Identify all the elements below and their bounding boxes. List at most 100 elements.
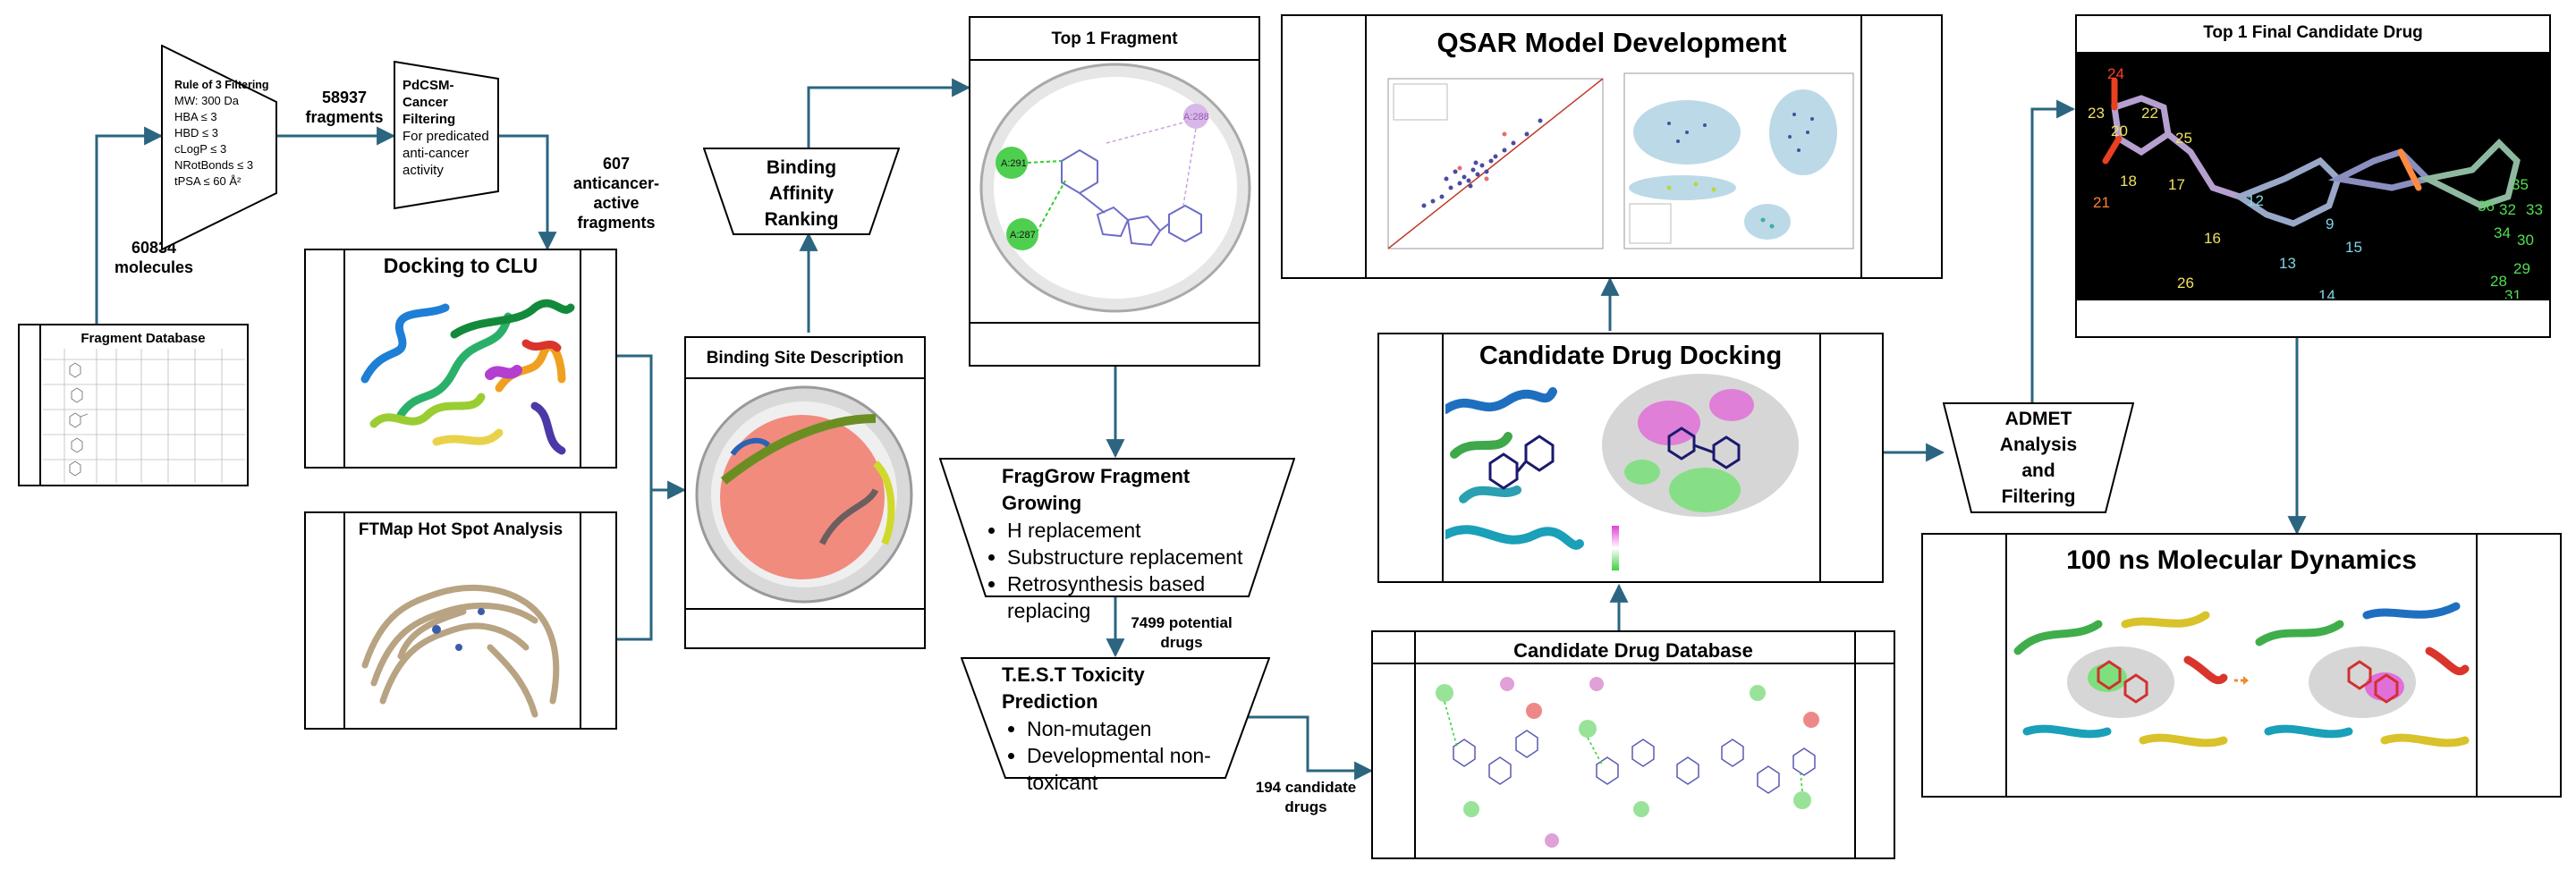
arrow-admet-to-top-final	[2030, 99, 2076, 402]
atom-label: 31	[2504, 287, 2521, 299]
arrow-ftmap-to-site	[617, 490, 653, 641]
atom-label: 15	[2345, 239, 2362, 256]
label-607-anticancer: 607 anticancer-active fragments	[572, 155, 660, 232]
label-58937-fragments: 58937 fragments	[305, 89, 384, 126]
atom-label: 22	[2141, 105, 2158, 122]
fragment-database-panel: Fragment Database	[18, 324, 249, 486]
atom-label: 34	[2494, 224, 2511, 241]
fragment-database-title: Fragment Database	[80, 331, 206, 346]
molecule-3d-structure: 24 23 20 22 25 18 21 17 16 26 12 13 14 1…	[2088, 65, 2543, 299]
qsar-regression-scatter-image	[1387, 78, 1604, 249]
pdcsm-text: PdCSM-Cancer Filtering For predicated an…	[402, 77, 492, 179]
rule3-trapezoid	[161, 45, 277, 250]
atom-label: 33	[2526, 201, 2543, 218]
ftmap-title: FTMap Hot Spot Analysis	[358, 520, 564, 539]
fraggrow-text: FragGrow Fragment Growing H replacement …	[982, 463, 1268, 624]
rule3-line: cLogP ≤ 3	[174, 142, 227, 156]
atom-label: 20	[2111, 122, 2128, 139]
molecule-3d-image	[2077, 54, 2549, 299]
fragment-table-image	[43, 349, 245, 483]
rule3-line: HBA ≤ 3	[174, 110, 217, 123]
top-fragment-panel: Top 1 Fragment A:291 A:287 A:288	[969, 16, 1260, 367]
rule3-line: HBD ≤ 3	[174, 126, 219, 139]
atom-label: 9	[2326, 215, 2334, 232]
qsar-title: QSAR Model Development	[1436, 27, 1787, 58]
md-panel: 100 ns Molecular Dynamics	[1921, 533, 2562, 798]
top-final-panel: Top 1 Final Candidate Drug 24 23 20 22 2…	[2075, 14, 2551, 338]
candidate-db-title: Candidate Drug Database	[1513, 639, 1753, 662]
atom-label: 16	[2204, 230, 2221, 247]
top-final-title: Top 1 Final Candidate Drug	[2203, 23, 2423, 42]
atom-label: 28	[2490, 273, 2507, 290]
atom-label: 23	[2088, 105, 2105, 122]
binding-site-panel: Binding Site Description	[684, 336, 926, 649]
clu-protein-ribbon-image	[360, 299, 575, 455]
candidate-docking-panel: Candidate Drug Docking	[1377, 333, 1884, 583]
rule3-line: tPSA ≤ 60 Å²	[174, 174, 242, 188]
atom-label: 29	[2513, 260, 2530, 277]
atom-label: 32	[2499, 201, 2516, 218]
arrow-pdcsm-to-docking	[496, 134, 557, 251]
fragment-residue-label: A:287	[1010, 230, 1036, 241]
arrow-db-to-rule3	[95, 126, 164, 324]
rule3-line: NRotBonds ≤ 3	[174, 158, 254, 172]
test-item: Developmental non-toxicant	[1027, 742, 1243, 796]
label-194-candidates: 194 candidate drugs	[1255, 779, 1357, 815]
ftmap-protein-image	[361, 585, 560, 718]
atom-label: 35	[2512, 176, 2529, 193]
fragment-interaction-image: A:291 A:287 A:288	[979, 63, 1251, 313]
binding-site-title: Binding Site Description	[706, 349, 904, 367]
rule3-line: MW: 300 Da	[174, 94, 240, 107]
atom-label: 26	[2177, 275, 2194, 291]
rule3-text: Rule of 3 Filtering MW: 300 Da HBA ≤ 3 H…	[174, 77, 282, 190]
binding-site-sphere-image	[695, 385, 913, 604]
admet-trapezoid	[1943, 402, 2134, 513]
arrow-docking-to-site	[617, 354, 687, 500]
ftmap-panel: FTMap Hot Spot Analysis	[304, 511, 617, 730]
atom-label: 24	[2107, 65, 2124, 82]
docking-clu-panel: Docking to CLU	[304, 249, 617, 469]
fraggrow-item: Substructure replacement	[1007, 544, 1268, 570]
pdcsm-title: PdCSM-Cancer Filtering	[402, 78, 456, 127]
pdcsm-trapezoid	[394, 61, 499, 209]
md-title: 100 ns Molecular Dynamics	[2066, 545, 2417, 575]
atom-label: 21	[2093, 194, 2110, 211]
candidate-db-panel: Candidate Drug Database	[1371, 630, 1895, 859]
fraggrow-item: H replacement	[1007, 517, 1268, 544]
label-7499-potential: 7499 potential drugs	[1131, 614, 1233, 651]
atom-label: 14	[2318, 287, 2335, 299]
fraggrow-title: FragGrow Fragment Growing	[1002, 465, 1191, 514]
atom-label: 18	[2120, 173, 2137, 190]
atom-label: 36	[2478, 198, 2495, 215]
fraggrow-trapezoid	[939, 458, 1295, 597]
pdcsm-desc: For predicated anti-cancer activity	[402, 129, 489, 178]
candidate-docking-image	[1445, 374, 1799, 570]
test-trapezoid	[961, 657, 1270, 779]
arrow-test-to-candb	[1221, 715, 1374, 781]
atom-label: 13	[2279, 255, 2296, 272]
arrow-affinity-to-fragment	[807, 78, 971, 148]
fragment-residue-label: A:291	[1001, 158, 1027, 169]
binding-affinity-trapezoid	[703, 148, 900, 235]
candidate-docking-title: Candidate Drug Docking	[1479, 342, 1783, 370]
binding-affinity-label: Binding Affinity Ranking	[764, 157, 839, 230]
atom-label: 17	[2168, 176, 2185, 193]
test-item: Non-mutagen	[1027, 715, 1243, 742]
test-title: T.E.S.T Toxicity Prediction	[1002, 663, 1145, 713]
qsar-panel: QSAR Model Development	[1281, 14, 1943, 279]
top-fragment-title: Top 1 Fragment	[1051, 30, 1178, 48]
atom-label: 12	[2247, 192, 2264, 209]
test-text: T.E.S.T Toxicity Prediction Non-mutagen …	[1002, 662, 1243, 796]
candidate-interaction-maps-image	[1436, 677, 1819, 848]
admet-label: ADMET Analysis and Filtering	[1999, 409, 2078, 507]
label-60834-molecules: 60834 molecules	[114, 239, 194, 276]
rule3-title: Rule of 3 Filtering	[174, 79, 269, 91]
docking-clu-title: Docking to CLU	[383, 254, 538, 277]
md-snapshots-image	[2009, 597, 2474, 764]
qsar-cluster-scatter-image	[1623, 72, 1854, 249]
fragment-residue-label: A:288	[1183, 112, 1209, 122]
atom-label: 30	[2517, 232, 2534, 249]
fraggrow-item: Retrosynthesis based replacing	[1007, 570, 1268, 624]
atom-label: 25	[2175, 130, 2192, 147]
